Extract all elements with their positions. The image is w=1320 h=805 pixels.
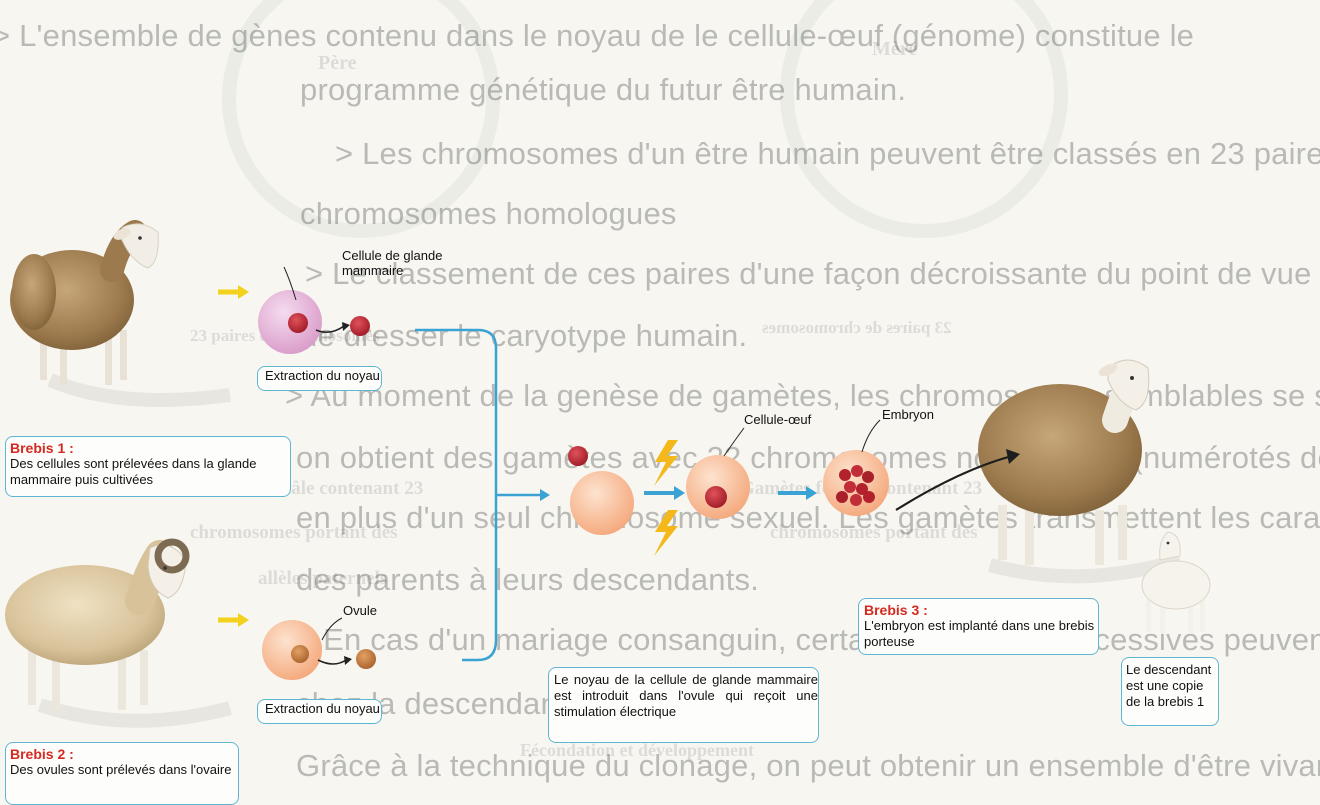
brebis3-text: L'embryon est implanté dans une brebis p… — [864, 618, 1098, 650]
brebis2-text: Des ovules sont prélevés dans l'ovaire — [10, 762, 238, 778]
mammary-cell-label: Cellule de glande mammaire — [342, 248, 472, 278]
embryo-label: Embryon — [882, 407, 934, 422]
offspring-box: Le descendant est une copie de la brebis… — [1121, 657, 1219, 726]
cell-icon — [258, 290, 322, 354]
extraction-box-top: Extraction du noyau — [257, 366, 382, 391]
label-leader — [322, 618, 342, 640]
label-leader — [862, 420, 880, 452]
cell-icon — [262, 620, 322, 680]
nucleus-icon — [356, 649, 376, 669]
brebis1-title: Brebis 1 : — [10, 440, 290, 456]
arrow-icon — [778, 486, 817, 500]
ovule-label: Ovule — [343, 603, 377, 618]
cell-icon — [686, 455, 750, 519]
nucleus-icon — [568, 446, 588, 466]
lightning-icon — [654, 510, 678, 556]
extraction-box-bottom: Extraction du noyau — [257, 699, 382, 724]
brebis1-box: Brebis 1 : Des cellules sont prélevées d… — [5, 436, 291, 497]
sheep-surrogate-icon — [978, 360, 1180, 576]
arrow-icon — [540, 489, 550, 501]
sheep-ewe-icon — [10, 224, 230, 400]
arrow-icon — [342, 322, 350, 331]
arrow-icon — [644, 486, 685, 500]
label-leader — [724, 428, 744, 456]
arrow-icon — [318, 660, 346, 664]
arrow-icon — [218, 285, 249, 299]
nucleus-transfer-box: Le noyau de la cellule de glande mammair… — [548, 667, 819, 743]
lightning-icon — [654, 440, 678, 486]
brebis2-title: Brebis 2 : — [10, 746, 238, 762]
brebis3-box: Brebis 3 : L'embryon est implanté dans u… — [858, 598, 1099, 655]
bracket-connector-icon — [415, 330, 496, 660]
lamb-icon — [1142, 532, 1210, 634]
nucleus-icon — [350, 316, 370, 336]
brebis1-text: Des cellules sont prélevées dans la glan… — [10, 456, 290, 488]
sheep-ram-icon — [5, 542, 230, 721]
cell-icon — [570, 471, 634, 535]
arrow-icon — [218, 613, 249, 627]
brebis3-title: Brebis 3 : — [864, 602, 1098, 618]
arrow-icon — [344, 656, 352, 665]
embryo-icon — [823, 450, 889, 516]
egg-cell-label: Cellule-œuf — [744, 412, 811, 427]
brebis2-box: Brebis 2 : Des ovules sont prélevés dans… — [5, 742, 239, 805]
